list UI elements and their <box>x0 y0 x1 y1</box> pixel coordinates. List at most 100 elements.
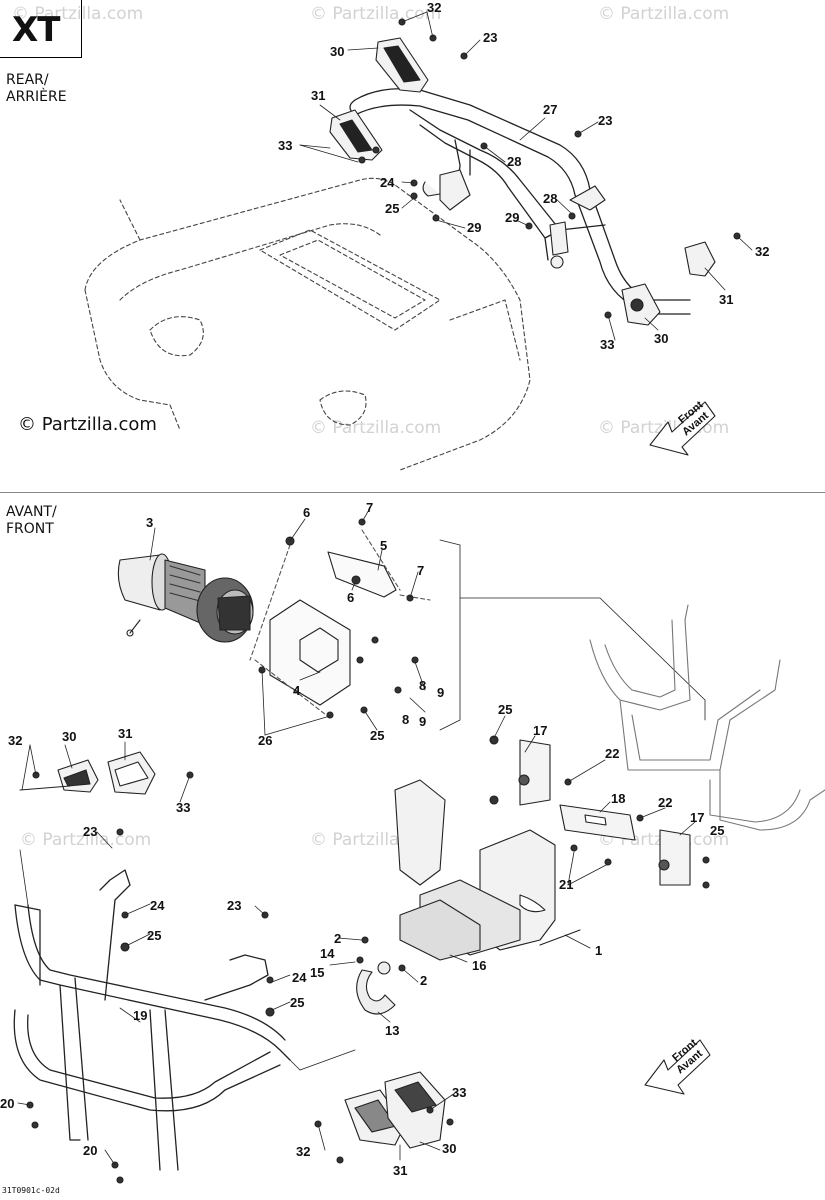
callout: 25 <box>370 728 384 743</box>
callout: 31 <box>393 1163 407 1178</box>
rear-clamp-30-right <box>621 283 661 326</box>
rear-clamp-31-right <box>684 241 716 277</box>
callout: 32 <box>296 1144 310 1159</box>
callout: 8 <box>402 712 409 727</box>
callout: 27 <box>543 102 557 117</box>
callout: 23 <box>227 898 241 913</box>
front-label-line-2: FRONT <box>6 521 54 537</box>
front-bumper-tube <box>13 869 291 1171</box>
callout: 32 <box>755 244 769 259</box>
bracket-18-plate <box>559 804 636 841</box>
front-label-line-1: AVANT/ <box>6 504 57 520</box>
callout: 2 <box>334 931 341 946</box>
callout: 23 <box>483 30 497 45</box>
callout: 9 <box>437 685 444 700</box>
front-section-bracket <box>439 539 706 731</box>
front-callouts: 3 6 7 5 7 6 4 8 9 8 9 25 26 32 30 31 33 … <box>0 500 724 1178</box>
rear-bracket-28 <box>422 169 606 269</box>
callout: 8 <box>419 678 426 693</box>
callout: 30 <box>62 729 76 744</box>
callout: 2 <box>420 973 427 988</box>
callout: 4 <box>293 683 301 698</box>
callout: 7 <box>417 563 424 578</box>
model-tag: XT <box>12 10 60 50</box>
front-front-arrow <box>644 1039 711 1095</box>
callout: 31 <box>311 88 325 103</box>
callout: 13 <box>385 1023 399 1038</box>
callout: 1 <box>595 943 602 958</box>
front-section-label: AVANT/ FRONT <box>6 504 57 538</box>
callout: 20 <box>0 1096 14 1111</box>
vehicle-front-frame <box>589 604 825 831</box>
rear-leader-lines <box>299 11 753 341</box>
copyright-notice: © Partzilla.com <box>18 414 157 435</box>
document-id: 31T0901c-02d <box>2 1186 60 1195</box>
watermark: © Partzilla.com <box>310 4 442 24</box>
callout: 32 <box>8 733 22 748</box>
watermark: © Partzilla.com <box>12 4 144 24</box>
callout: 6 <box>303 505 310 520</box>
callout: 25 <box>498 702 512 717</box>
rear-label-line-2: ARRIÈRE <box>6 89 67 105</box>
callout: 14 <box>320 946 335 961</box>
callout: 7 <box>366 500 373 515</box>
callout: 6 <box>347 590 354 605</box>
rear-front-arrow <box>649 401 716 456</box>
callout: 18 <box>611 791 625 806</box>
callout: 31 <box>118 726 132 741</box>
callout: 31 <box>719 292 733 307</box>
callout: 23 <box>598 113 612 128</box>
callout: 33 <box>278 138 292 153</box>
front-clamp-31-left <box>107 751 156 795</box>
callout: 25 <box>710 823 724 838</box>
callout: 30 <box>654 331 668 346</box>
front-clamp-fasteners-left <box>19 771 194 791</box>
front-clamp-30-left <box>57 759 99 793</box>
callout: 24 <box>292 970 307 985</box>
callout: 33 <box>452 1085 466 1100</box>
callout: 33 <box>600 337 614 352</box>
callout: 17 <box>690 810 704 825</box>
callout: 29 <box>467 220 481 235</box>
callout: 25 <box>385 201 399 216</box>
rear-callouts: 32 30 23 31 27 23 33 28 24 25 28 29 29 3… <box>278 0 769 352</box>
callout: 28 <box>543 191 557 206</box>
model-tag-box: XT <box>0 0 82 58</box>
rear-clamp-31-left <box>329 109 383 161</box>
rear-label-line-1: REAR/ <box>6 72 49 88</box>
winch-assembly <box>117 553 254 643</box>
callout: 19 <box>133 1008 147 1023</box>
bracket-17-lower <box>658 829 691 886</box>
callout: 25 <box>290 995 304 1010</box>
rear-bumper-tube <box>349 88 691 315</box>
section-divider <box>0 492 825 493</box>
callout: 22 <box>605 746 619 761</box>
rear-clamp-30-top <box>375 37 429 93</box>
rear-fender-body <box>84 177 531 471</box>
callout: 30 <box>330 44 344 59</box>
bracket-17-upper <box>518 739 551 806</box>
callout: 24 <box>380 175 395 190</box>
winch-mount-dashes <box>249 529 431 719</box>
callout: 5 <box>380 538 387 553</box>
callout: 26 <box>258 733 272 748</box>
front-leader-lines <box>17 507 696 1166</box>
callout: 29 <box>505 210 519 225</box>
watermark: © Partzilla.com <box>598 4 730 24</box>
rear-section-label: REAR/ ARRIÈRE <box>6 72 67 106</box>
callout: 24 <box>150 898 165 913</box>
callout: 15 <box>310 965 324 980</box>
callout: 23 <box>83 824 97 839</box>
callout: 21 <box>559 877 573 892</box>
tow-hook-13 <box>356 961 396 1015</box>
watermark: © Partzilla.com <box>310 418 442 438</box>
callout: 16 <box>472 958 486 973</box>
callout: 20 <box>83 1143 97 1158</box>
callout: 9 <box>419 714 426 729</box>
front-fasteners <box>26 518 710 1184</box>
callout: 17 <box>533 723 547 738</box>
front-clamp-31-lower <box>384 1071 446 1149</box>
callout: 22 <box>658 795 672 810</box>
callout: 3 <box>146 515 153 530</box>
